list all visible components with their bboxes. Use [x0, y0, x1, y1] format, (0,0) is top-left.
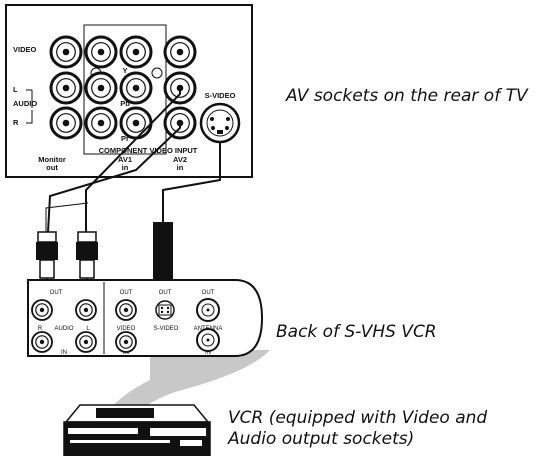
rca-plug-right [76, 231, 98, 290]
tv-rca-sockets [49, 35, 197, 140]
label-pb: Pb [120, 99, 130, 108]
rca-plug-left [36, 231, 58, 290]
vcr-socket-audio-in-l [75, 331, 97, 353]
tv-socket-monitor-out-2 [49, 71, 83, 105]
cables [45, 88, 221, 233]
vcr-label-l: L [86, 326, 90, 332]
tv-svideo-socket [199, 102, 241, 144]
label-l: L [13, 85, 18, 94]
vcr-device-icon [63, 404, 211, 456]
vcr-socket-audio-out-r [31, 299, 53, 321]
label-monitor: Monitor [38, 155, 66, 164]
tv-socket-av1-a-1 [84, 35, 118, 69]
tv-socket-av1-a-3 [84, 106, 118, 140]
tv-socket-monitor-out-3 [49, 106, 83, 140]
vcr-socket-video-in [115, 331, 137, 353]
tv-socket-av2-1 [163, 35, 197, 69]
caption-vcr-line1: VCR (equipped with Video and [228, 408, 488, 428]
vcr-socket-audio-in-r [31, 331, 53, 353]
label-av2: AV2 [173, 155, 187, 164]
tv-av-panel: VIDEO L AUDIO R Y Pb Pr COMPONENT VIDEO … [5, 4, 253, 178]
tv-socket-av1-b-3 [119, 106, 153, 140]
caption-vcr-line2: Audio output sockets) [228, 429, 415, 449]
vcr-label-out-audio: OUT [50, 290, 63, 296]
audio-bracket [26, 89, 33, 124]
vcr-label-in-audio: IN [61, 350, 67, 356]
label-av1: AV1 [118, 155, 132, 164]
label-av1-in: in [122, 163, 129, 172]
vcr-antenna-in-socket [196, 328, 220, 352]
label-component: COMPONENT VIDEO INPUT [99, 146, 198, 155]
caption-vcr-back: Back of S-VHS VCR [276, 322, 437, 342]
tv-socket-av1-b-1 [119, 35, 153, 69]
caption-tv: AV sockets on the rear of TV [286, 86, 528, 106]
label-r: R [13, 118, 19, 127]
vcr-socket-video-out [115, 299, 137, 321]
label-audio: AUDIO [13, 99, 37, 108]
label-svideo: S-VIDEO [205, 91, 236, 100]
label-y: Y [122, 66, 127, 75]
vcr-label-in-antenna: IN [205, 350, 211, 356]
cable-detail [45, 202, 89, 232]
tv-socket-monitor-out-1 [49, 35, 83, 69]
vcr-socket-audio-out-l [75, 299, 97, 321]
vcr-rca-sockets [31, 299, 137, 353]
label-monitor-out: out [46, 163, 58, 172]
vcr-svideo-socket [155, 300, 175, 320]
vcr-panel-outline [27, 279, 264, 357]
audio-cable-left [85, 88, 181, 232]
label-pr: Pr [121, 134, 129, 143]
vcr-label-out-antenna: OUT [202, 290, 215, 296]
label-av2-in: in [177, 163, 184, 172]
vcr-antenna-out-socket [196, 298, 220, 322]
vcr-label-in-video: IN [123, 350, 129, 356]
vcr-label-svideo: S-VIDEO [154, 326, 179, 332]
tv-indicator-right [151, 67, 163, 79]
vcr-label-r: R [38, 326, 43, 332]
label-video: VIDEO [13, 45, 37, 54]
vcr-label-out-video: OUT [120, 290, 133, 296]
vcr-cassette [96, 408, 154, 418]
tv-socket-av1-b-2 [119, 71, 153, 105]
svideo-cable [162, 142, 221, 222]
tv-socket-av1-a-2 [84, 71, 118, 105]
vcr-back-panel: OUT OUT OUT OUT R AUDIO L VIDEO S-VIDEO … [27, 279, 264, 357]
vcr-label-out-svideo: OUT [159, 290, 172, 296]
vcr-label-audio: AUDIO [54, 326, 73, 332]
vcr-label-video: VIDEO [117, 326, 136, 332]
